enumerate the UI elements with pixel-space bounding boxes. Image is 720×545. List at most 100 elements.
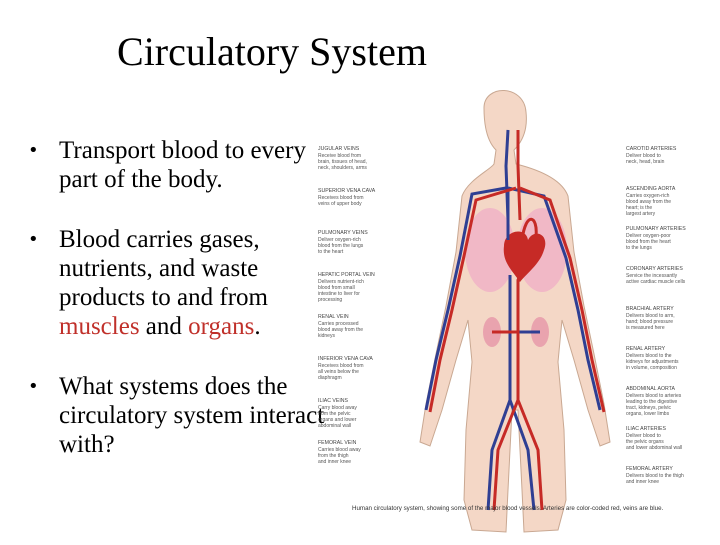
right-label-line: neck, head, brain <box>626 159 665 165</box>
right-label-line: largest artery <box>626 211 656 217</box>
left-label-line: intestine to liver for <box>318 291 360 297</box>
left-label-title: SUPERIOR VENA CAVA <box>318 188 376 194</box>
left-label-line: blood from small <box>318 285 355 291</box>
right-label-line: Deliver blood to <box>626 153 661 159</box>
right-label-title: ASCENDING AORTA <box>626 186 676 192</box>
veins <box>424 129 602 511</box>
slide-title: Circulatory System <box>117 29 427 74</box>
right-label-line: Delivers blood to the <box>626 353 672 359</box>
left-label-line: all veins below the <box>318 369 359 375</box>
left-label-line: Receives blood from <box>318 363 364 369</box>
left-label-line: kidneys <box>318 333 335 339</box>
left-iliac-vein <box>486 399 512 511</box>
left-label-line: blood away from the <box>318 327 363 333</box>
right-label-line: Delivers blood to arteries <box>626 393 682 399</box>
right-label-title: RENAL ARTERY <box>626 346 666 352</box>
right-label-line: is measured here <box>626 325 665 331</box>
left-label-line: to the heart <box>318 249 344 255</box>
right-label-title: CORONARY ARTERIES <box>626 266 683 272</box>
left-label-line: veins of upper body <box>318 201 362 207</box>
bullet-text: . <box>254 313 261 340</box>
left-label-line: from the pelvic <box>318 411 351 417</box>
left-arm-vein <box>424 186 507 411</box>
arteries <box>428 130 606 511</box>
right-label-line: heart; is the <box>626 205 652 211</box>
bullet-text: Transport blood to every part of the bod… <box>59 137 306 193</box>
left-label-line: neck, shoulders, arms <box>318 165 367 171</box>
right-label-line: Service the incessantly <box>626 273 678 279</box>
right-arm-artery <box>519 186 606 413</box>
right-label-line: Delivers blood to the thigh <box>626 473 684 479</box>
body-silhouette <box>419 90 611 533</box>
right-label-line: and inner knee <box>626 479 659 485</box>
left-label-line: diaphragm <box>318 375 342 381</box>
left-label-line: blood from the lungs <box>318 243 364 249</box>
bullet-item: • Blood carries gases, nutrients, and wa… <box>28 225 328 341</box>
left-label-line: Receives blood from <box>318 195 364 201</box>
left-label-title: FEMORAL VEIN <box>318 440 357 446</box>
right-label-line: to the lungs <box>626 245 652 251</box>
bullet-item: • Transport blood to every part of the b… <box>28 136 328 194</box>
left-label-line: processing <box>318 297 342 303</box>
right-iliac-vein <box>508 399 536 511</box>
aorta <box>516 217 538 400</box>
left-lung <box>465 208 515 292</box>
right-label-title: ABDOMINAL AORTA <box>626 386 675 392</box>
left-label-title: HEPATIC PORTAL VEIN <box>318 272 375 278</box>
left-label-title: PULMONARY VEINS <box>318 230 368 236</box>
heart <box>503 231 546 282</box>
bullet-text: and <box>139 313 189 340</box>
highlight-organs: organs <box>188 313 255 340</box>
left-label-title: ILIAC VEINS <box>318 398 349 404</box>
right-label-line: blood from the heart <box>626 239 671 245</box>
right-label-line: leading to the digestive <box>626 399 677 405</box>
right-label-line: Deliver oxygen-poor <box>626 233 671 239</box>
left-label-line: and inner knee <box>318 459 351 465</box>
right-label-title: FEMORAL ARTERY <box>626 466 673 472</box>
right-label-title: PULMONARY ARTERIES <box>626 226 686 232</box>
right-iliac-artery <box>516 399 544 511</box>
left-label-title: JUGULAR VEINS <box>318 146 360 152</box>
left-label-line: Deliver oxygen-rich <box>318 237 361 243</box>
left-label-line: brain, tissues of head, <box>318 159 367 165</box>
right-label-line: Delivers blood to arm, <box>626 313 675 319</box>
right-label-title: BRACHIAL ARTERY <box>626 306 674 312</box>
left-iliac-artery <box>492 399 520 511</box>
right-label-line: kidneys for adjustments <box>626 359 679 365</box>
left-label-line: Delivers nutrient-rich <box>318 279 364 285</box>
right-label-title: ILIAC ARTERIES <box>626 426 667 432</box>
bullet-dot-icon: • <box>28 140 39 161</box>
bullet-text: What systems does the circulatory system… <box>59 373 325 458</box>
bullet-item: • What systems does the circulatory syst… <box>28 372 328 459</box>
right-label-title: CAROTID ARTERIES <box>626 146 677 152</box>
bullet-list: • Transport blood to every part of the b… <box>28 136 328 490</box>
left-label-line: Carries blood away <box>318 447 361 453</box>
figure-caption: Human circulatory system, showing some o… <box>352 505 664 512</box>
left-label-line: Carry blood away <box>318 405 357 411</box>
left-label-line: Receive blood from <box>318 153 361 159</box>
right-label-line: and lower abdominal wall <box>626 445 682 451</box>
left-label-line: abdominal wall <box>318 423 351 429</box>
right-label-line: in volume, composition <box>626 365 677 371</box>
left-label-title: RENAL VEIN <box>318 314 349 320</box>
left-arm-artery <box>428 186 517 413</box>
left-label-line: from the thigh <box>318 453 349 459</box>
body-illustration <box>419 90 611 533</box>
left-label-line: organs and lower <box>318 417 357 423</box>
bullet-text: Blood carries gases, nutrients, and wast… <box>59 226 268 311</box>
right-label-line: Deliver blood to <box>626 433 661 439</box>
right-label-line: blood away from the <box>626 199 671 205</box>
left-label-line: Carries processed <box>318 321 359 327</box>
right-label-line: the pelvic organs <box>626 439 664 445</box>
right-label-line: tract, kidneys, pelvic <box>626 405 672 411</box>
carotid-artery <box>516 130 522 221</box>
right-label-line: active cardiac muscle cells <box>626 279 686 285</box>
bullet-dot-icon: • <box>28 376 39 397</box>
right-label-line: Carries oxygen-rich <box>626 193 670 199</box>
highlight-muscles: muscles <box>59 313 140 340</box>
left-label-title: INFERIOR VENA CAVA <box>318 356 373 362</box>
